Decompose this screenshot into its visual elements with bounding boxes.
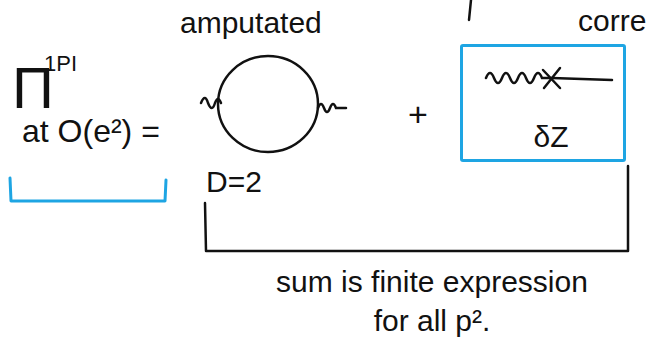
note-text: sum is finite expression for all p². <box>262 262 602 340</box>
fermion-loop <box>218 56 318 152</box>
counterterm-label: δZ <box>533 120 568 153</box>
tick-mark <box>469 0 471 20</box>
counterterm-box: δZ <box>460 44 626 162</box>
note-text: corre <box>578 4 646 37</box>
photon-line <box>318 104 346 112</box>
sum-bracket <box>205 166 628 251</box>
blue-bracket <box>10 178 166 201</box>
note-text: amputated <box>180 6 322 39</box>
counterterm-cross <box>543 68 560 88</box>
dimension-text: D=2 <box>206 165 262 198</box>
operator-text: + <box>408 96 428 133</box>
equation-text: at O(e²) = <box>22 114 160 149</box>
superscript-text: 1PI <box>44 52 77 76</box>
